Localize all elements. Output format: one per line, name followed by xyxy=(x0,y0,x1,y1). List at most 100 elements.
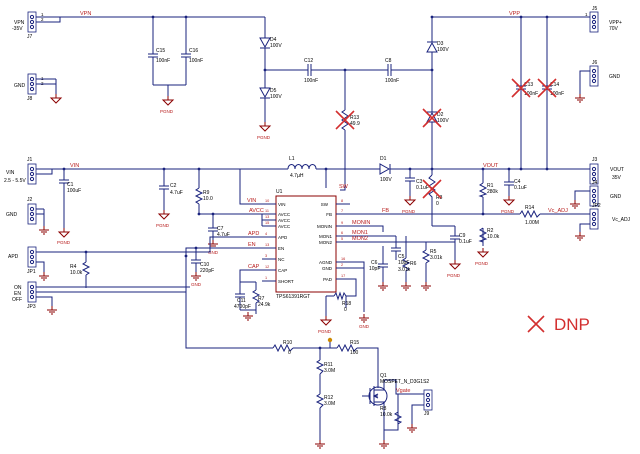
j7-pin2: 2 xyxy=(41,17,44,22)
resistor-r4 xyxy=(81,261,91,276)
connector-j7[interactable]: VPN -35V J7 1 2 xyxy=(12,11,44,40)
ic-pin-left-7-num: 12 xyxy=(265,265,269,269)
r10-ref: R10 xyxy=(283,340,292,346)
r3-ref: R3 xyxy=(436,195,443,201)
d4-ref: D4 xyxy=(270,37,277,43)
j5-label: VPP+ xyxy=(609,20,622,26)
j7-label: VPN xyxy=(14,20,25,26)
ground-jp3 xyxy=(46,305,58,315)
j7-ref: J7 xyxy=(27,34,33,40)
c8-val: 100nF xyxy=(385,78,399,84)
ground-c1 xyxy=(58,227,70,238)
ic-pin-left-3-num: 15 xyxy=(265,221,269,225)
net-monin: MONIN xyxy=(352,220,370,226)
jp3-label-en: EN xyxy=(14,291,21,297)
ground-q1 xyxy=(378,439,390,449)
connector-j2[interactable]: J2 GND xyxy=(6,197,37,225)
c3-val: 0.1uF xyxy=(416,185,429,191)
net-vgate: Vgate xyxy=(396,388,410,394)
j9-ref: J9 xyxy=(424,411,430,417)
net-vc-adj: Vc_ADJ xyxy=(548,208,568,214)
r15-val: 100 xyxy=(350,350,359,356)
ic-pin-right-5: AGND xyxy=(319,260,333,265)
diode-d2 xyxy=(426,111,438,123)
ground-c4 xyxy=(503,195,515,206)
c14-val: 100nF xyxy=(550,91,564,97)
gnd-label-c7: GND xyxy=(208,250,219,255)
gnd-label-r2: PGND xyxy=(475,261,489,266)
d2-ref: D2 xyxy=(437,112,444,118)
jp3-label-off: OFF xyxy=(12,297,22,303)
net-sw: SW xyxy=(339,184,349,190)
q1-val: MOSFET_N_D3G1S2 xyxy=(380,379,429,385)
ic-ref: U1 xyxy=(276,189,283,195)
gnd-label-c9: PGND xyxy=(447,273,461,278)
j3-label: VOUT xyxy=(610,167,624,173)
connector-j8[interactable]: GND J8 1 2 xyxy=(14,73,44,102)
ground-c9 xyxy=(449,259,461,270)
connector-j9[interactable]: J9 xyxy=(423,389,433,417)
connector-j4[interactable]: J4 GND xyxy=(589,180,622,207)
ic-pin-right-0-num: 8 xyxy=(341,199,343,203)
j2-ref: J2 xyxy=(27,197,33,203)
d5-val: 100V xyxy=(270,94,282,100)
c1-ref: C1 xyxy=(67,182,74,188)
ic-pin-right-7: PAD xyxy=(323,277,333,282)
ic-pin-right-1: FB xyxy=(326,212,332,217)
connector-jp3[interactable]: JP3 ON EN OFF xyxy=(12,281,37,310)
resistor-r5 xyxy=(421,249,431,264)
ic-pin-right-1-num: 7 xyxy=(341,209,343,213)
gnd-label-c4: PGND xyxy=(501,209,515,214)
connector-j6[interactable]: J6 GND xyxy=(589,60,621,87)
resistor-r1 xyxy=(478,182,488,198)
dnp-mark-r3 xyxy=(422,179,442,199)
ic-pin-right-4-num: 5 xyxy=(341,237,343,241)
c5-ref: C5 xyxy=(398,254,405,260)
connector-j5[interactable]: J5 VPP+ 70V 1 xyxy=(585,6,622,33)
wire-apd xyxy=(36,236,262,253)
c7-ref: C7 xyxy=(217,226,224,232)
wire-vin xyxy=(36,168,240,175)
gnd-label-d5: PGND xyxy=(257,135,271,140)
j5-pin1: 1 xyxy=(585,12,588,17)
net-mon1: MON1 xyxy=(352,230,368,236)
d2-val: 100V xyxy=(437,118,449,124)
r10-val: 0 xyxy=(288,350,291,356)
ic-pin-left-6-num: 3 xyxy=(265,254,267,258)
ic-pin-left-4-num: 4 xyxy=(265,232,267,236)
j8-ref: J8 xyxy=(27,96,33,102)
j3-ref: J3 xyxy=(592,157,598,163)
gnd-label-c2: PGND xyxy=(156,223,170,228)
diode-d4 xyxy=(259,37,271,49)
dnp-legend-icon xyxy=(527,315,545,333)
net-vin-pin: VIN xyxy=(247,198,256,204)
connector-jp2[interactable]: JP2 Vc_ADJ xyxy=(589,203,631,230)
r11-val: 3.0M xyxy=(324,368,335,374)
connector-j3[interactable]: J3 VOUT 35V xyxy=(589,157,624,185)
ic-u1: U1 TPS61391RGT VIN 10 AVCC 11 AVCC 13 AV… xyxy=(262,189,350,300)
j3-sub: 35V xyxy=(612,175,622,181)
c16-ref: C16 xyxy=(189,48,198,54)
resistor-r14 xyxy=(519,209,541,219)
dnp-mark-c14 xyxy=(537,78,557,98)
j8-label: GND xyxy=(14,83,26,89)
r18-ref: R18 xyxy=(342,301,351,307)
inductor-l1 xyxy=(287,164,317,170)
ic-pin-left-5: EN xyxy=(278,246,284,251)
c13-val: 100nF xyxy=(524,91,538,97)
c10-ref: C10 xyxy=(200,262,209,268)
resistor-r7 xyxy=(251,289,261,304)
ic-pin-left-5-num: 13 xyxy=(265,243,269,247)
r7-val: 24.9k xyxy=(258,302,271,308)
connector-j1[interactable]: J1 VIN 2.5 - 5.5V xyxy=(4,157,37,185)
d5-ref: D5 xyxy=(270,88,277,94)
ground-r6 xyxy=(400,281,412,291)
c11-ref: C11 xyxy=(237,298,246,304)
dnp-mark-c13 xyxy=(511,78,531,98)
r8-ref: R8 xyxy=(380,406,387,412)
l1-val: 4.7µH xyxy=(290,173,304,179)
ic-part: TPS61391RGT xyxy=(276,294,310,300)
net-mon2: MON2 xyxy=(352,236,368,242)
r3-val: 0 xyxy=(436,201,439,207)
connector-jp1[interactable]: JP1 APD xyxy=(8,246,37,275)
